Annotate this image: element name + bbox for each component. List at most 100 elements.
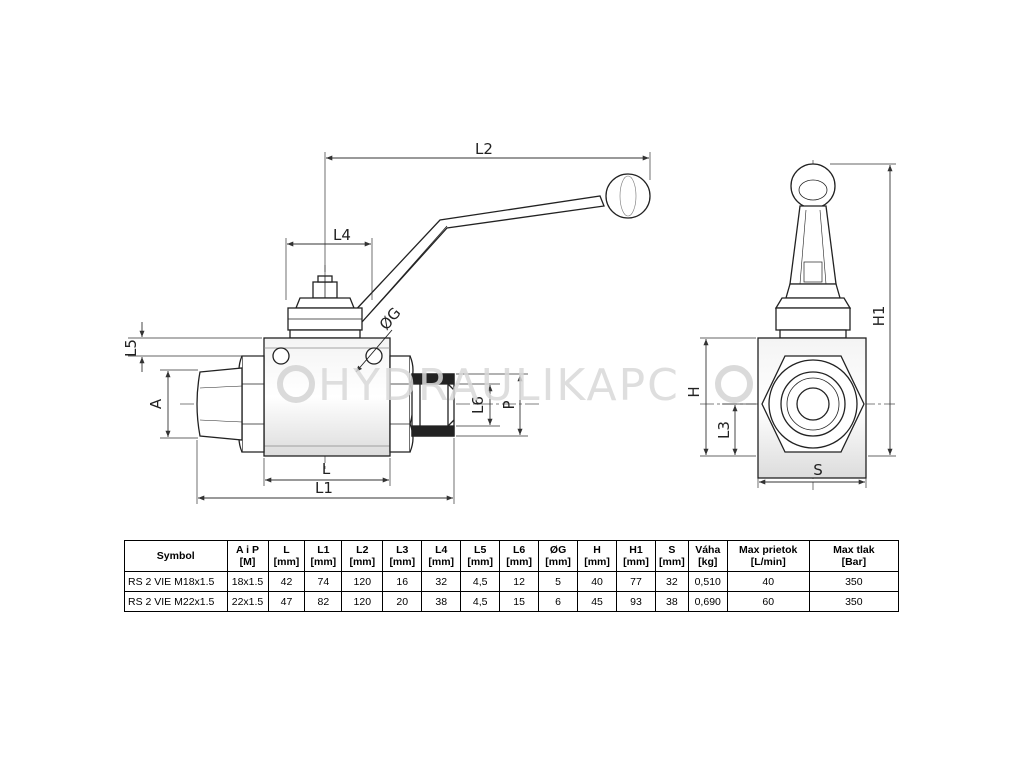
side-view-labels: H1 H L3 S	[685, 306, 888, 479]
table-cell-g: 6	[538, 591, 579, 612]
dim-label-l5: L5	[122, 339, 140, 357]
table-cell-h: 40	[577, 571, 618, 592]
column-label: L2	[356, 544, 369, 556]
dim-label-l4: L4	[333, 226, 351, 244]
column-header-l4: L4[mm]	[421, 540, 462, 572]
table-cell-l4: 32	[421, 571, 462, 592]
column-label: L6	[513, 544, 526, 556]
column-header-vaha: Váha[kg]	[687, 540, 728, 572]
dim-label-l: L	[322, 460, 331, 478]
column-label: A i P	[236, 544, 259, 556]
column-label: Symbol	[156, 550, 195, 562]
dim-label-l1: L1	[315, 479, 333, 497]
dim-label-l3: L3	[715, 421, 733, 439]
column-header-h: H[mm]	[577, 540, 618, 572]
column-unit: [mm]	[623, 556, 649, 568]
table-cell-l1: 82	[304, 591, 343, 612]
column-unit: [L/min]	[750, 556, 786, 568]
dim-label-l2: L2	[475, 140, 493, 158]
column-label: S	[668, 544, 676, 556]
table-cell-l3: 16	[382, 571, 423, 592]
table-cell-l: 42	[267, 571, 306, 592]
table-cell-l5: 4,5	[460, 571, 501, 592]
column-header-h1: H1[mm]	[616, 540, 656, 572]
dim-label-s: S	[813, 461, 823, 479]
watermark-text: HYDRAULIKAPC	[318, 360, 680, 411]
column-label: L4	[435, 544, 448, 556]
table-cell-flow: 40	[726, 571, 810, 592]
column-unit: [mm]	[659, 556, 685, 568]
column-unit: [mm]	[349, 556, 376, 568]
column-header-l: L[mm]	[267, 540, 306, 572]
column-label: H	[593, 544, 601, 556]
table-cell-vaha: 0,510	[687, 571, 728, 592]
column-unit: [mm]	[389, 556, 416, 568]
table-cell-l4: 38	[421, 591, 462, 612]
column-header-flow: Max prietok[L/min]	[726, 540, 810, 572]
front-view	[180, 173, 651, 470]
table-cell-h1: 93	[616, 591, 656, 612]
table-cell-pressure: 350	[808, 571, 900, 592]
column-unit: [Bar]	[841, 556, 867, 568]
table-cell-l2: 120	[341, 591, 384, 612]
table-cell-l3: 20	[382, 591, 423, 612]
watermark-ring-right-icon	[715, 365, 753, 403]
table-cell-s: 32	[654, 571, 689, 592]
column-header-aip: A i P[M]	[226, 540, 269, 572]
column-header-l6: L6[mm]	[499, 540, 540, 572]
column-header-g: ØG[mm]	[538, 540, 579, 572]
table-cell-symbol: RS 2 VIE M22x1.5	[124, 591, 228, 612]
column-label: L5	[474, 544, 487, 556]
column-unit: [mm]	[584, 556, 610, 568]
column-unit: [mm]	[506, 556, 532, 568]
column-header-s: S[mm]	[654, 540, 689, 572]
dim-label-h: H	[685, 386, 703, 397]
column-header-l2: L2[mm]	[341, 540, 384, 572]
table-cell-aip: 18x1.5	[226, 571, 269, 592]
dim-label-l6: L6	[469, 396, 487, 414]
column-label: L3	[396, 544, 409, 556]
column-header-pressure: Max tlak[Bar]	[808, 540, 900, 572]
column-header-l1: L1[mm]	[304, 540, 343, 572]
column-header-symbol: Symbol	[124, 540, 228, 572]
table-cell-vaha: 0,690	[687, 591, 728, 612]
column-label: L	[283, 544, 290, 556]
table-cell-l6: 15	[499, 591, 540, 612]
table-cell-s: 38	[654, 591, 689, 612]
column-header-l5: L5[mm]	[460, 540, 501, 572]
table-cell-l: 47	[267, 591, 306, 612]
table-cell-l1: 74	[304, 571, 343, 592]
dim-label-p: P	[500, 400, 518, 409]
table-cell-l6: 12	[499, 571, 540, 592]
column-unit: [mm]	[428, 556, 455, 568]
column-unit: [mm]	[467, 556, 494, 568]
column-label: Váha	[695, 544, 721, 556]
table-cell-symbol: RS 2 VIE M18x1.5	[124, 571, 228, 592]
column-unit: [mm]	[310, 556, 337, 568]
watermark: HYDRAULIKAPC	[277, 360, 753, 411]
table-cell-h: 45	[577, 591, 618, 612]
side-view-dimensions	[700, 163, 896, 488]
watermark-ring-left-icon	[277, 365, 315, 403]
column-label: ØG	[549, 544, 567, 556]
table-cell-aip: 22x1.5	[226, 591, 269, 612]
front-view-dimensions	[128, 152, 651, 504]
column-unit: [mm]	[545, 556, 571, 568]
side-view	[700, 160, 895, 490]
column-label: L1	[317, 544, 330, 556]
column-label: Max tlak	[833, 544, 875, 556]
column-unit: [kg]	[698, 556, 718, 568]
table-cell-l2: 120	[341, 571, 384, 592]
column-unit: [M]	[239, 556, 256, 568]
dim-label-a: A	[147, 398, 165, 409]
dim-label-g: ØG	[376, 304, 405, 334]
table-cell-flow: 60	[726, 591, 810, 612]
dim-label-h1: H1	[870, 306, 888, 327]
table-cell-l5: 4,5	[460, 591, 501, 612]
column-label: H1	[629, 544, 643, 556]
table-cell-h1: 77	[616, 571, 656, 592]
